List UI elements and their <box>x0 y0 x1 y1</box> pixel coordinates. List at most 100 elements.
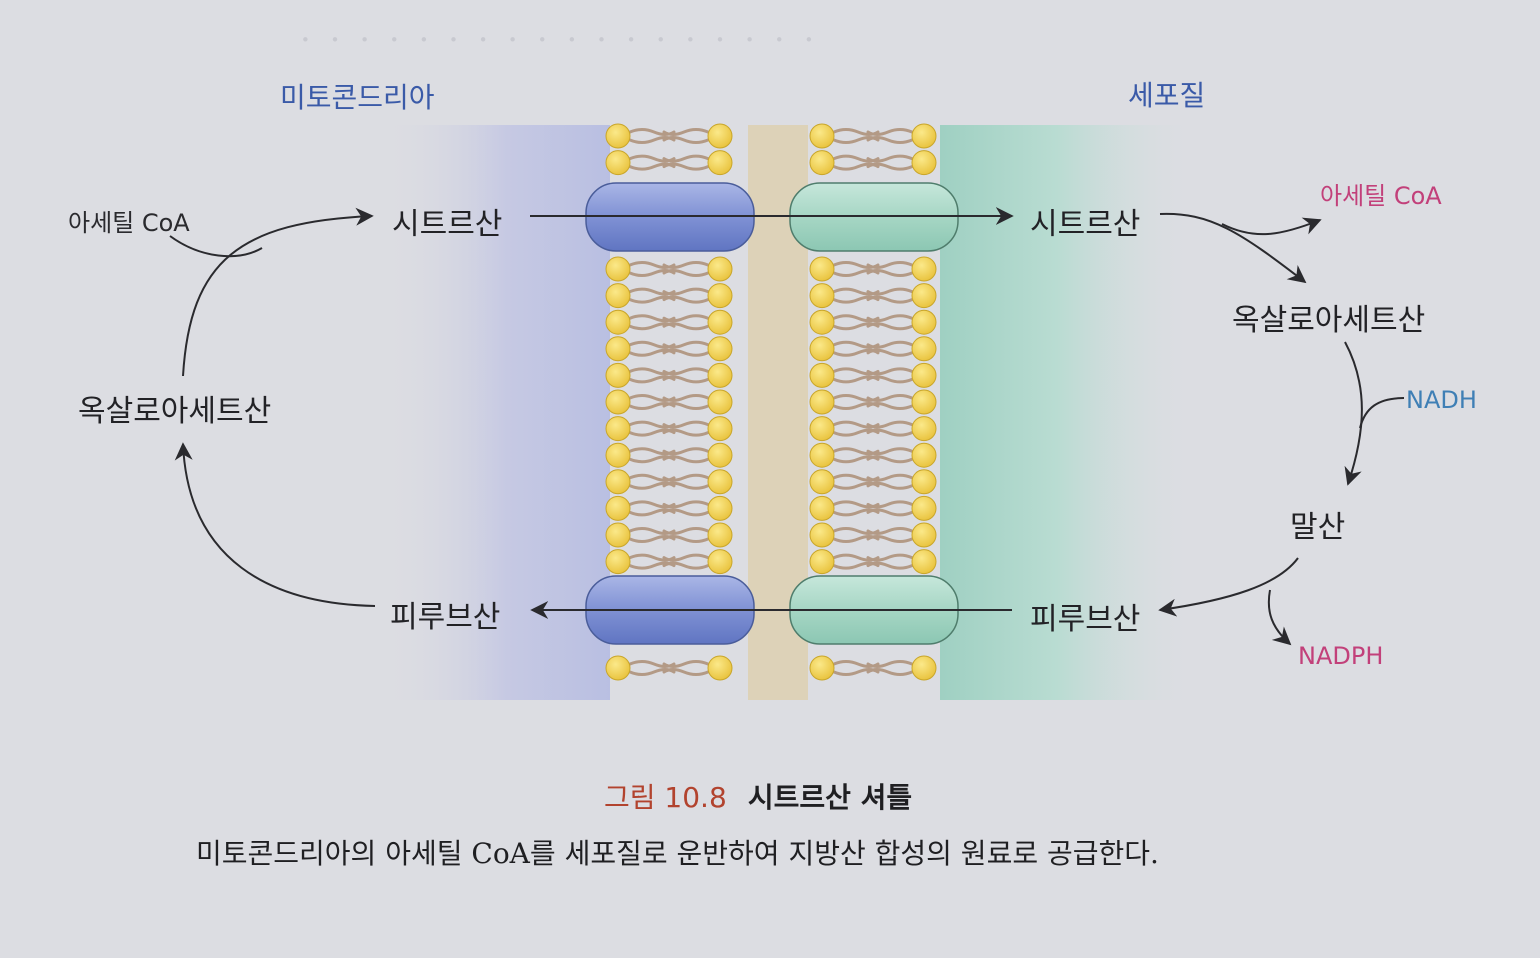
lipid-head <box>911 522 937 548</box>
lipid-tails <box>628 340 710 357</box>
lipid-head <box>809 336 835 362</box>
mitochondria-matrix-region <box>380 125 610 700</box>
nadh-input-arrow <box>1359 397 1405 429</box>
lipid-tails <box>628 420 710 437</box>
lipid-tails <box>832 660 914 676</box>
lipid-head <box>707 495 733 521</box>
malate-label: 말산 <box>1290 510 1346 545</box>
lipid-tails <box>832 367 914 384</box>
lipid-head <box>707 549 733 575</box>
lipid-head <box>911 549 937 575</box>
lipid-head <box>605 549 631 575</box>
lipid-head <box>707 362 733 388</box>
cyto-oxaloacetate-label: 옥살로아세트산 <box>1232 303 1426 338</box>
lipid-tails <box>832 340 914 357</box>
cyto-acetyl-coa-label: 아세틸 CoA <box>1320 182 1442 210</box>
lipid-head <box>809 655 835 681</box>
lipid-head <box>911 655 937 681</box>
figure-caption-heading: 그림 10.8 시트르산 셔틀 <box>604 776 912 816</box>
lipid-tails <box>628 261 710 277</box>
lipid-tails <box>832 287 914 304</box>
lipid-head <box>809 416 835 442</box>
lipid-head <box>707 256 733 282</box>
cyto-citrate-label: 시트르산 <box>1030 207 1141 242</box>
malate-to-pyruvate-arrow <box>1158 557 1299 617</box>
lipid-head <box>605 416 631 442</box>
lipid-head <box>809 309 835 335</box>
lipid-head <box>809 522 835 548</box>
figure-number: 그림 10.8 <box>604 781 727 814</box>
lipid-head <box>605 283 631 309</box>
lipid-head <box>707 389 733 415</box>
lipid-tails <box>628 660 710 676</box>
lipid-tails <box>628 500 710 517</box>
mito-citrate-label: 시트르산 <box>392 207 503 242</box>
lipid-head <box>605 123 631 149</box>
lipid-tails <box>628 473 710 490</box>
lipid-head <box>911 416 937 442</box>
lipid-head <box>911 150 937 176</box>
lipid-head <box>809 123 835 149</box>
lipid-head <box>707 123 733 149</box>
lipid-head <box>605 256 631 282</box>
lipid-head <box>605 655 631 681</box>
lipid-tails <box>832 154 914 171</box>
lipid-head <box>605 362 631 388</box>
lipid-head <box>707 469 733 495</box>
lipid-head <box>809 283 835 309</box>
lipid-tails <box>832 473 914 490</box>
lipid-tails <box>832 527 914 543</box>
lipid-head <box>911 123 937 149</box>
lipid-tails <box>832 128 914 144</box>
lipid-head <box>707 150 733 176</box>
lipid-head <box>605 522 631 548</box>
lipid-head <box>707 309 733 335</box>
mitochondria-label: 미토콘드리아 <box>280 81 435 114</box>
mito-oxaloacetate-label: 옥살로아세트산 <box>78 394 272 429</box>
mito-acetyl-coa-label: 아세틸 CoA <box>68 209 190 237</box>
lipid-tails <box>628 154 710 171</box>
lipid-head <box>911 442 937 468</box>
lipid-head <box>911 336 937 362</box>
lipid-head <box>809 549 835 575</box>
nadh-label: NADH <box>1406 386 1477 414</box>
cytoplasm-label: 세포질 <box>1128 79 1206 112</box>
lipid-head <box>809 362 835 388</box>
oxaloacetate-to-malate-arrow <box>1344 341 1363 486</box>
acetyl-coa-in-arrow <box>169 235 263 258</box>
lipid-head <box>707 283 733 309</box>
mito-pyruvate-label: 피루브산 <box>390 600 501 635</box>
lipid-head <box>605 469 631 495</box>
lipid-head <box>911 389 937 415</box>
lipid-head <box>707 522 733 548</box>
lipid-tails <box>628 367 710 384</box>
lipid-head <box>605 442 631 468</box>
lipid-head <box>809 150 835 176</box>
mito-cycle-to-citrate-arrow <box>182 207 374 377</box>
lipid-head <box>911 469 937 495</box>
lipid-head <box>707 416 733 442</box>
lipid-head <box>707 336 733 362</box>
lipid-tails <box>628 394 710 410</box>
cyto-pyruvate-label: 피루브산 <box>1030 602 1141 637</box>
lipid-head <box>911 362 937 388</box>
cyto-acetyl-coa-out-arrow <box>1221 217 1322 236</box>
lipid-head <box>605 336 631 362</box>
lipid-head <box>911 495 937 521</box>
lipid-head <box>911 309 937 335</box>
lipid-tails <box>832 447 914 464</box>
lipid-tails <box>628 447 710 464</box>
figure-description: 미토콘드리아의 아세틸 CoA를 세포질로 운반하여 지방산 합성의 원료로 공… <box>196 837 1159 870</box>
lipid-tails <box>628 553 710 570</box>
lipid-tails <box>832 261 914 277</box>
lipid-head <box>707 655 733 681</box>
lipid-head <box>809 495 835 521</box>
lipid-tails <box>832 420 914 437</box>
cytoplasm-region <box>940 125 1200 700</box>
lipid-head <box>809 469 835 495</box>
lipid-head <box>809 256 835 282</box>
lipid-tails <box>832 394 914 410</box>
lipid-tails <box>832 314 914 331</box>
